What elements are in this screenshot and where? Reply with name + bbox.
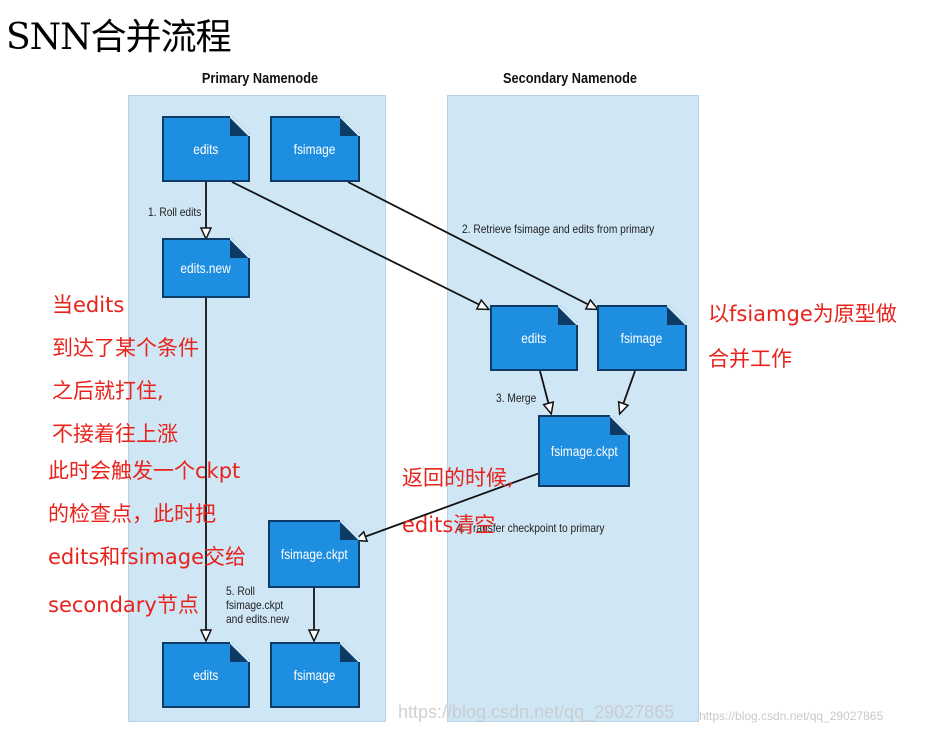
- secondary-edits-file: edits: [490, 305, 578, 371]
- arrow-merge-fsimage: [620, 370, 636, 413]
- step-retrieve: 2. Retrieve fsimage and edits from prima…: [462, 222, 655, 236]
- step-merge: 3. Merge: [496, 391, 537, 405]
- note-middle-1: 返回的时候,: [402, 466, 514, 490]
- step-roll-ckpt-line3: and edits.new: [226, 612, 289, 626]
- secondary-namenode-title: Secondary Namenode: [503, 70, 637, 87]
- note-left-7: edits和fsimage交给: [48, 545, 247, 569]
- note-left-1: 当edits: [52, 293, 125, 317]
- arrow-retrieve-fsimage: [347, 181, 597, 309]
- note-right-2: 合并工作: [708, 347, 792, 371]
- page-title: SNN合并流程: [6, 17, 232, 58]
- note-right-1: 以fsiamge为原型做: [708, 302, 897, 326]
- primary-fsimage-file: fsimage: [270, 116, 360, 182]
- note-left-6: 的检查点，此时把: [48, 502, 216, 526]
- note-left-3: 之后就打住,: [52, 379, 164, 403]
- secondary-namenode-panel: [447, 95, 699, 722]
- note-left-4: 不接着往上涨: [52, 422, 178, 446]
- step-transfer: 4. Transfer checkpoint to primary: [456, 521, 605, 535]
- arrow-transfer-checkpoint: [356, 469, 549, 540]
- primary-checkpoint-file: fsimage.ckpt: [268, 520, 360, 588]
- secondary-fsimage-file: fsimage: [597, 305, 687, 371]
- primary-edits-new-file: edits.new: [162, 238, 250, 298]
- step-roll-ckpt-line2: fsimage.ckpt: [226, 598, 284, 612]
- note-left-8: secondary节点: [48, 593, 199, 617]
- watermark-main: https://blog.csdn.net/qq_29027865: [398, 702, 675, 722]
- arrow-merge-edits: [539, 370, 551, 413]
- primary-namenode-panel: [128, 95, 386, 722]
- secondary-checkpoint-file: fsimage.ckpt: [538, 415, 630, 487]
- step-roll-ckpt-line1: 5. Roll: [226, 584, 255, 598]
- primary-namenode-title: Primary Namenode: [201, 70, 319, 87]
- note-middle-2: edits清空: [402, 513, 496, 537]
- primary-edits-file: edits: [162, 116, 250, 182]
- step-roll-edits: 1. Roll edits: [148, 205, 202, 219]
- note-left-5: 此时会触发一个ckpt: [48, 459, 241, 483]
- primary-final-fsimage-file: fsimage: [270, 642, 360, 708]
- note-left-2: 到达了某个条件: [52, 336, 199, 360]
- primary-final-edits-file: edits: [162, 642, 250, 708]
- watermark-small: https://blog.csdn.net/qq_29027865: [699, 709, 884, 723]
- arrow-retrieve-edits: [231, 181, 488, 309]
